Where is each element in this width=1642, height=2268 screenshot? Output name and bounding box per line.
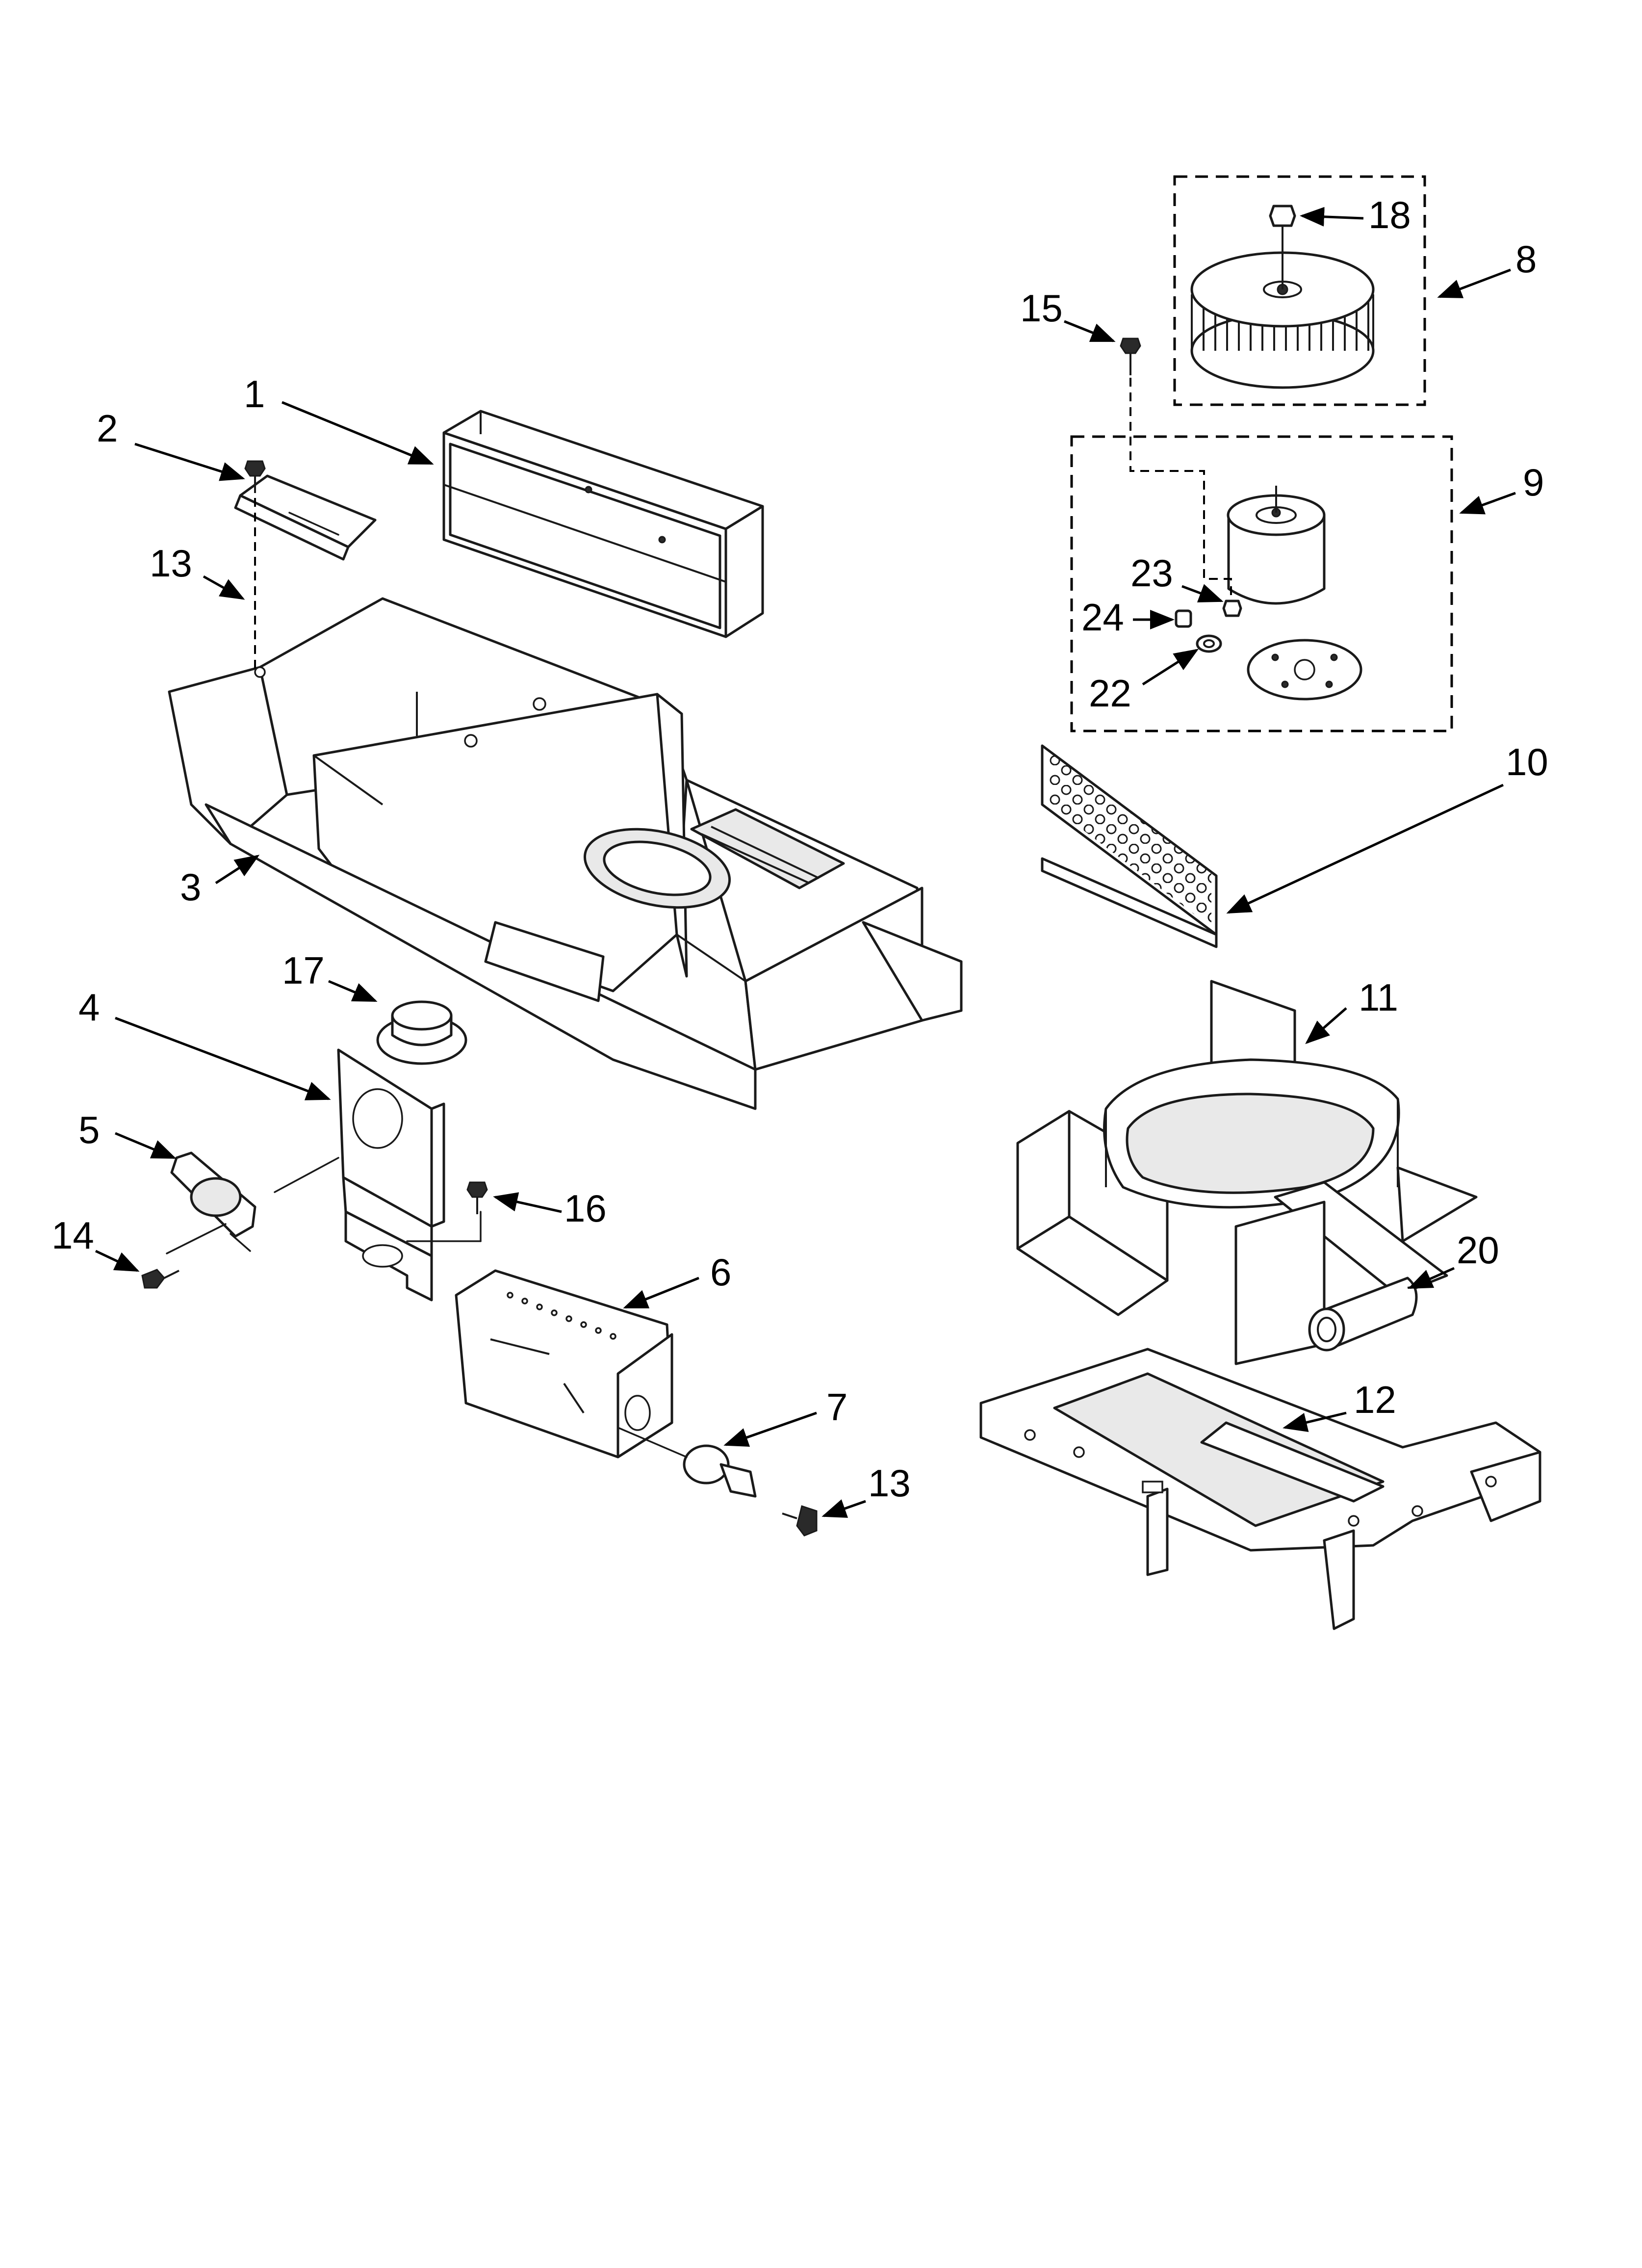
callout-23: 23 bbox=[1130, 551, 1173, 595]
leader-9 bbox=[1459, 492, 1516, 515]
callout-12: 12 bbox=[1354, 1378, 1396, 1421]
leader-7 bbox=[723, 1411, 817, 1447]
screw-15-alignment-line bbox=[1129, 378, 1232, 601]
part-17-cap bbox=[376, 1000, 467, 1065]
leader-5 bbox=[115, 1132, 177, 1159]
callout-8: 8 bbox=[1515, 237, 1537, 281]
callout-13-lower: 13 bbox=[868, 1461, 911, 1505]
leader-12 bbox=[1283, 1411, 1347, 1432]
leader-22 bbox=[1142, 649, 1199, 686]
leader-13b bbox=[821, 1499, 866, 1518]
callout-15: 15 bbox=[1020, 287, 1063, 330]
part-9-motor bbox=[1227, 486, 1362, 701]
leader-17 bbox=[328, 980, 378, 1002]
callout-24: 24 bbox=[1081, 596, 1124, 639]
part-8-blower-wheel bbox=[1190, 218, 1375, 389]
part-12-base-plate bbox=[979, 1348, 1541, 1630]
part-13-screw-lower bbox=[782, 1505, 818, 1537]
callout-7: 7 bbox=[826, 1385, 847, 1429]
callout-22: 22 bbox=[1089, 672, 1131, 715]
part-4-bracket bbox=[274, 1048, 482, 1302]
leader-8 bbox=[1437, 268, 1511, 298]
leader-23 bbox=[1181, 584, 1224, 602]
leader-20 bbox=[1408, 1267, 1455, 1289]
part-10-grille bbox=[1041, 744, 1218, 948]
callout-6: 6 bbox=[710, 1251, 731, 1294]
part-15-screw bbox=[1120, 338, 1141, 375]
callout-4: 4 bbox=[78, 986, 100, 1029]
group-box-part-8 bbox=[1173, 175, 1426, 406]
callout-1: 1 bbox=[244, 372, 265, 416]
part-1-louvered-duct bbox=[442, 410, 764, 638]
group-box-part-9 bbox=[1070, 435, 1453, 732]
callout-16: 16 bbox=[564, 1187, 607, 1230]
callout-13-upper: 13 bbox=[150, 542, 192, 585]
part-5-thermostat bbox=[166, 1151, 257, 1254]
leader-2 bbox=[134, 443, 245, 481]
leader-6 bbox=[623, 1277, 699, 1309]
part-6-lamp-box bbox=[455, 1269, 673, 1459]
leader-11 bbox=[1305, 1007, 1347, 1044]
callout-9: 9 bbox=[1523, 461, 1544, 504]
callout-17: 17 bbox=[282, 949, 325, 992]
leader-18 bbox=[1300, 207, 1364, 227]
part-20-capacitor bbox=[1308, 1277, 1423, 1352]
part-3-housing bbox=[168, 597, 963, 1110]
part-14-screw bbox=[141, 1269, 180, 1289]
leader-lines bbox=[95, 207, 1516, 1518]
leader-10 bbox=[1226, 783, 1504, 914]
lamp-box-vent-holes bbox=[507, 1292, 616, 1340]
callout-2: 2 bbox=[97, 407, 118, 450]
leader-3 bbox=[215, 855, 260, 885]
part-2-cover bbox=[234, 474, 377, 561]
callout-3: 3 bbox=[180, 865, 201, 909]
callout-5: 5 bbox=[78, 1108, 100, 1151]
callout-18: 18 bbox=[1368, 193, 1411, 236]
callout-11: 11 bbox=[1359, 976, 1398, 1019]
part-13-screw-upper bbox=[244, 460, 266, 670]
part-24-spacer bbox=[1175, 609, 1192, 628]
callout-10: 10 bbox=[1506, 740, 1548, 783]
leader-1 bbox=[282, 401, 434, 465]
part-16-screw bbox=[466, 1181, 488, 1214]
part-11-blower-housing bbox=[1016, 980, 1478, 1365]
part-7-bulb bbox=[617, 1427, 757, 1498]
leader-13a bbox=[203, 575, 245, 600]
leader-4 bbox=[115, 1017, 331, 1100]
leader-16 bbox=[493, 1192, 562, 1213]
callout-labels: 1 2 3 4 5 6 7 8 9 10 11 12 13 13 14 15 1… bbox=[51, 193, 1548, 1505]
part-18-nut bbox=[1269, 205, 1296, 227]
leader-15 bbox=[1064, 320, 1116, 342]
callout-14: 14 bbox=[51, 1214, 94, 1257]
part-22-washer bbox=[1196, 634, 1222, 653]
leader-14 bbox=[95, 1250, 140, 1272]
part-23-nut bbox=[1222, 600, 1242, 617]
callout-20: 20 bbox=[1457, 1228, 1499, 1272]
